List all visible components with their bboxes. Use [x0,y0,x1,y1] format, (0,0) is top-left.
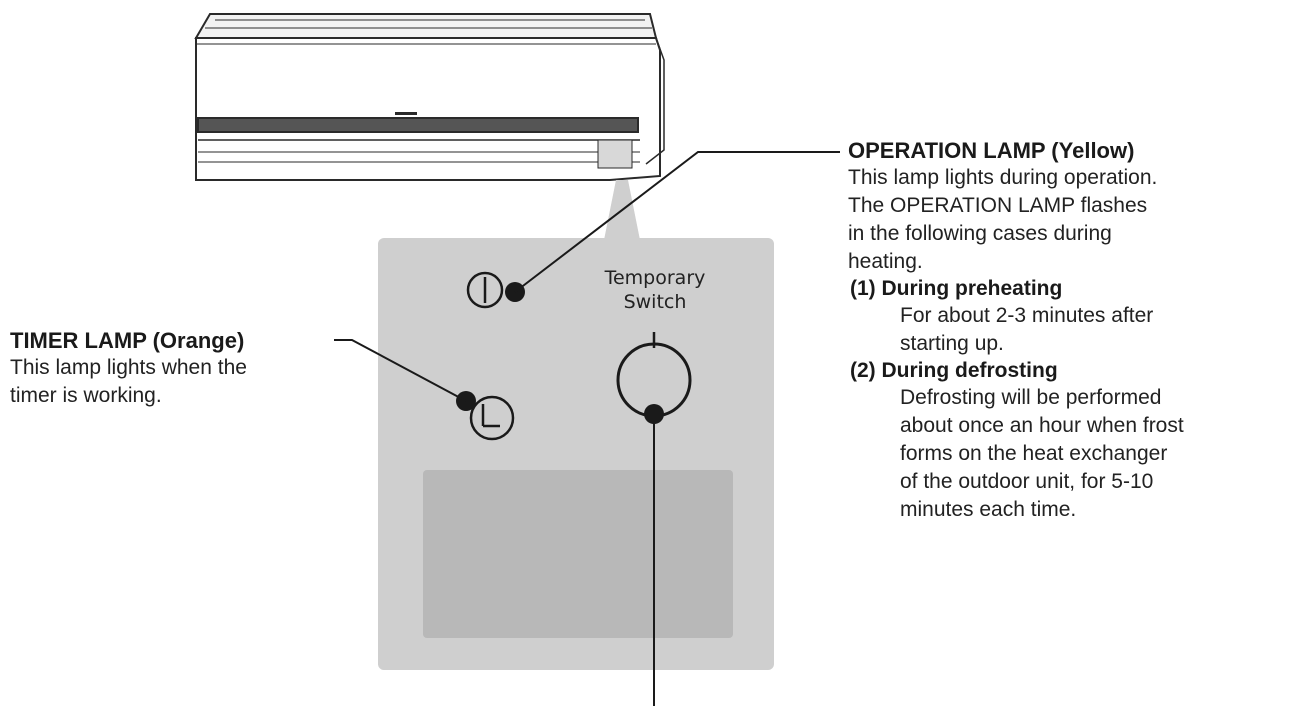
display-window [423,470,733,638]
temporary-switch-label-line1: Temporary [604,267,706,289]
case-preheating-line: starting up. [900,332,1004,355]
operation-lamp-desc-line: The OPERATION LAMP flashes [848,194,1148,217]
case-defrosting-line: Defrosting will be performed [900,386,1162,409]
case-defrosting-title: (2) During defrosting [850,359,1058,382]
operation-lamp-desc-line: heating. [848,250,923,273]
timer-lamp-callout: TIMER LAMP (Orange) This lamp lights whe… [10,327,247,410]
timer-lamp-desc-line: timer is working. [10,384,162,407]
temporary-switch-label: Temporary Switch [590,266,720,314]
case-defrosting-line: minutes each time. [900,498,1077,521]
case-defrosting-line: forms on the heat exchanger [900,442,1168,465]
case-preheating-line: For about 2-3 minutes after [900,304,1154,327]
case-defrosting-line: about once an hour when frost [900,414,1184,437]
indoor-unit [194,13,665,181]
case-defrosting-line: of the outdoor unit, for 5-10 [900,470,1154,493]
operation-lamp-desc-line: This lamp lights during operation. [848,166,1158,189]
operation-lamp-leader [514,151,840,293]
temporary-switch-label-line2: Switch [623,291,687,313]
leader-lines [334,151,840,706]
timer-lamp-title: TIMER LAMP (Orange) [10,328,245,353]
case-preheating-title: (1) During preheating [850,277,1063,300]
operation-lamp-title: OPERATION LAMP (Yellow) [848,138,1135,163]
timer-lamp-desc-line: This lamp lights when the [10,356,247,379]
timer-lamp-leader [334,339,467,402]
operation-lamp-desc-line: in the following cases during [848,222,1112,245]
operation-lamp-callout: OPERATION LAMP (Yellow) This lamp lights… [848,137,1184,524]
